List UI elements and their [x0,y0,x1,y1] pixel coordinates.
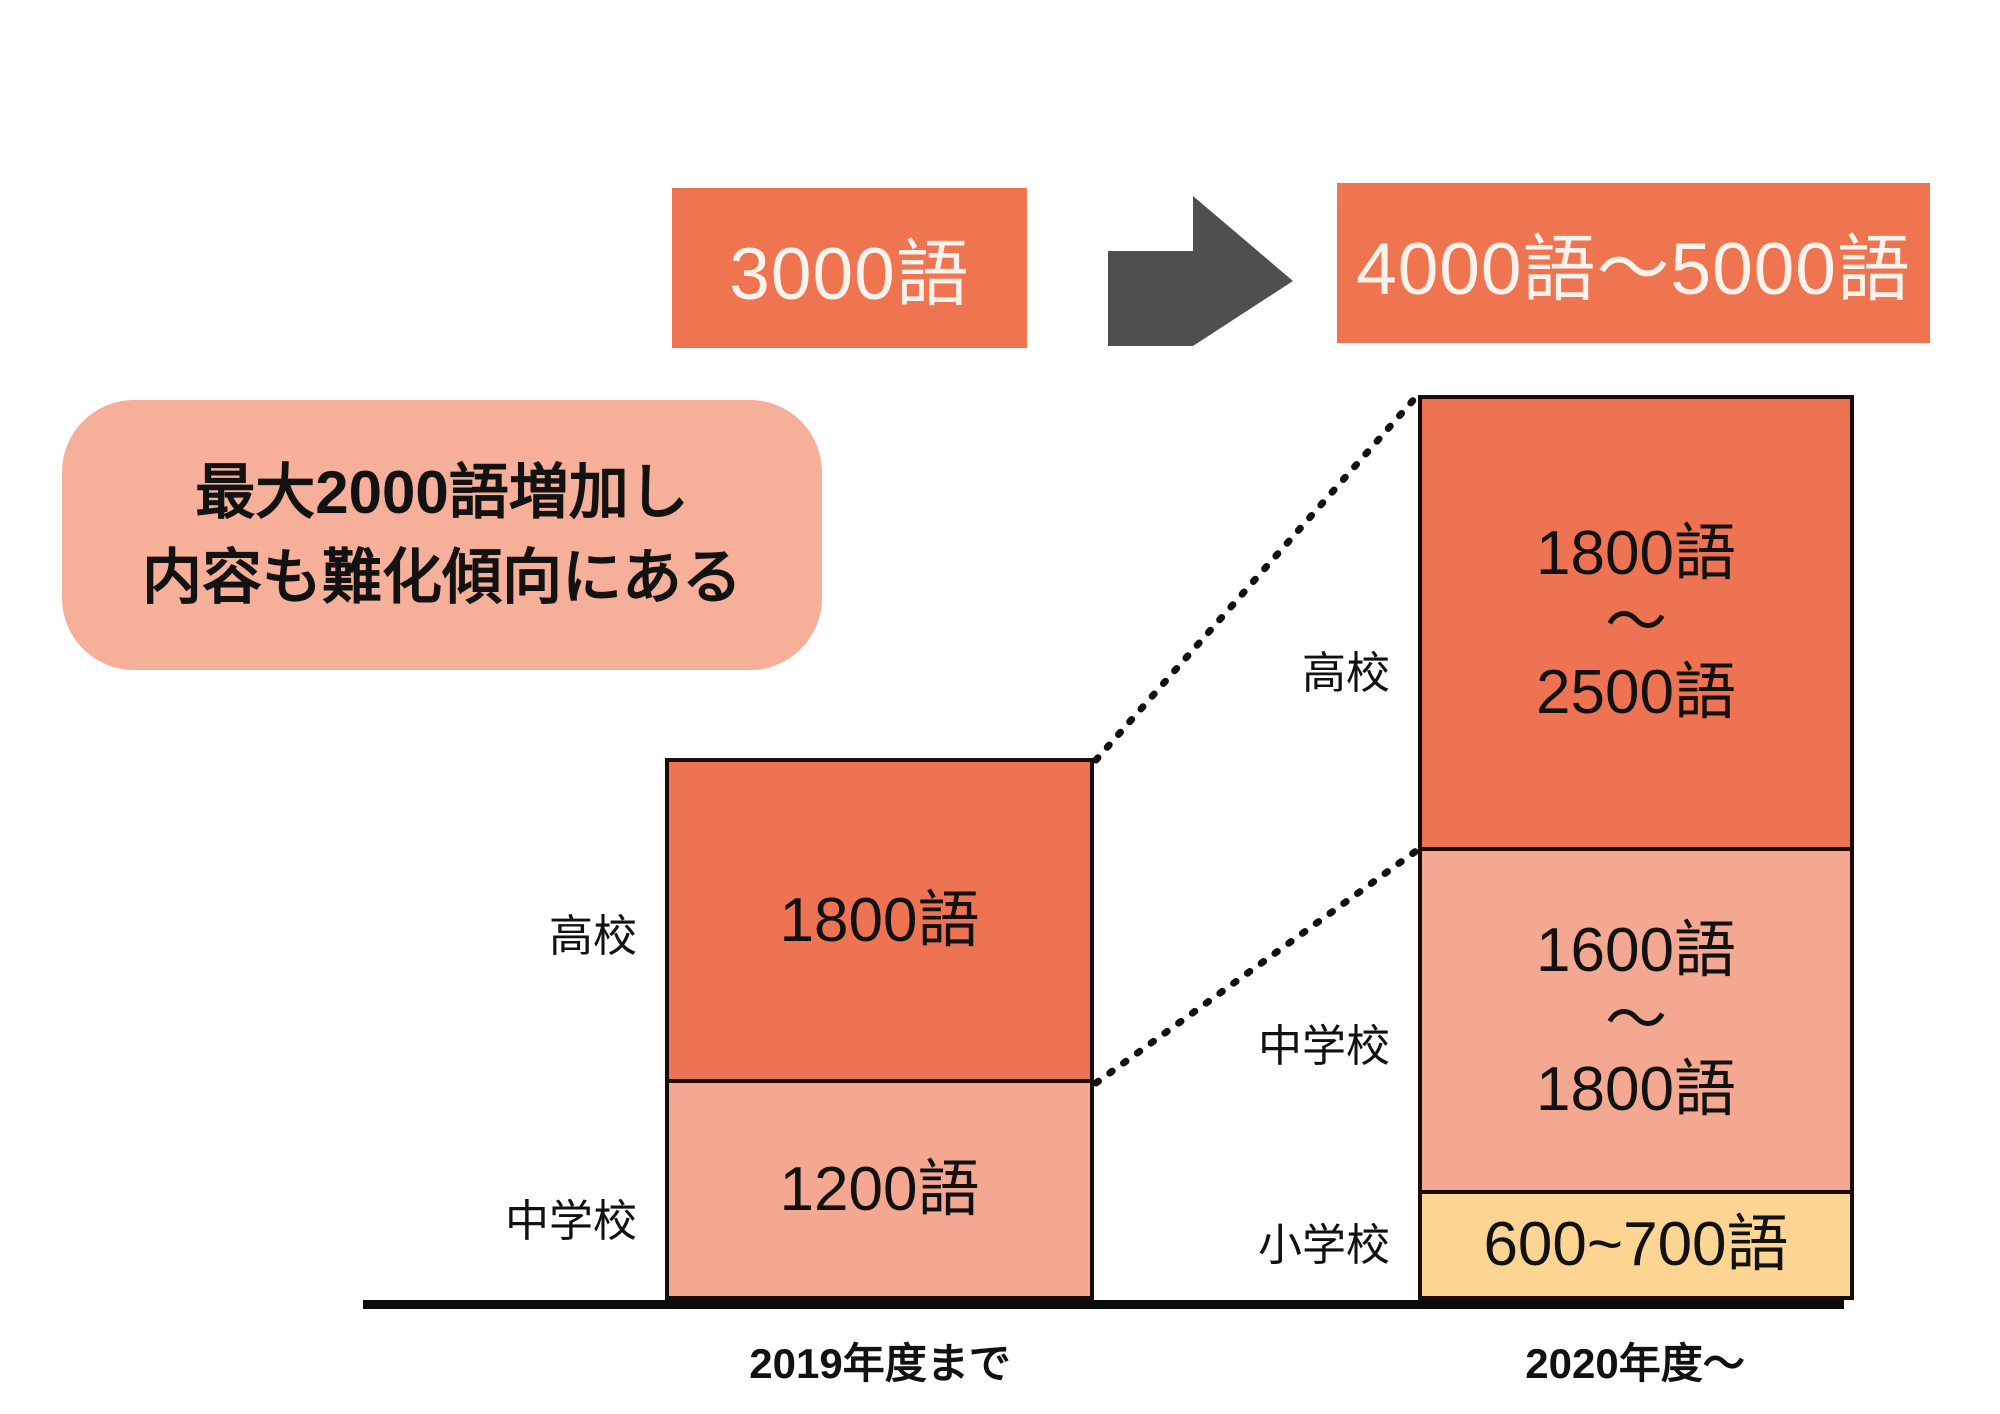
total-after-label: 4000語～5000語 [1356,229,1911,310]
callout-bubble: 最大2000語増加し 内容も難化傾向にある [62,400,822,670]
bar-segment-high-school-2019: 1800語 [665,758,1094,1083]
bar-value-junior-high-2020-line1: 1600語 [1536,916,1736,986]
bar-value-junior-high-2020-line3: 1800語 [1536,1055,1736,1125]
total-before-label: 3000語 [729,234,970,315]
bar-segment-junior-high-2019: 1200語 [665,1083,1094,1300]
callout-line-1: 最大2000語増加し [195,458,689,526]
bar-value-high-school-2019: 1800語 [779,885,980,955]
baseline-axis [363,1300,1844,1309]
bar-value-elementary-2020: 600~700語 [1483,1210,1789,1280]
bar-value-high-school-2020-line3: 2500語 [1536,657,1736,727]
bar-value-high-school-2020-line1: 1800語 [1536,518,1736,588]
total-before-banner: 3000語 [672,188,1027,348]
bar-value-junior-high-2020: 1600語 ～ 1800語 [1536,916,1736,1124]
bar-value-high-school-2020: 1800語 ～ 2500語 [1536,519,1736,727]
callout-line-2: 内容も難化傾向にある [142,544,742,611]
bar-value-high-school-2020-line2: ～ [1604,588,1667,658]
bar-label-high-school-2020: 高校 [1302,649,1390,698]
bar-label-junior-high-2020: 中学校 [1258,1022,1390,1071]
axis-caption-2020: 2020年度～ [1525,1340,1745,1387]
bar-label-elementary-2020: 小学校 [1258,1221,1390,1270]
bar-label-junior-high-2019: 中学校 [505,1197,637,1246]
bar-segment-elementary-2020: 600~700語 [1418,1194,1854,1300]
connector-top [1092,393,1420,764]
right-arrow-icon [1108,196,1293,346]
bar-segment-high-school-2020: 1800語 ～ 2500語 [1418,395,1854,851]
bar-value-junior-high-2020-line2: ～ [1604,985,1667,1055]
bar-2020: 1800語 ～ 2500語 1600語 ～ 1800語 600~700語 [1418,395,1854,1300]
axis-caption-2019: 2019年度まで [749,1340,1011,1387]
bar-value-junior-high-2019: 1200語 [779,1154,980,1224]
bar-2019: 1800語 1200語 [665,758,1094,1300]
total-after-banner: 4000語～5000語 [1337,183,1930,343]
bar-segment-junior-high-2020: 1600語 ～ 1800語 [1418,851,1854,1194]
bar-label-high-school-2019: 高校 [549,912,637,961]
